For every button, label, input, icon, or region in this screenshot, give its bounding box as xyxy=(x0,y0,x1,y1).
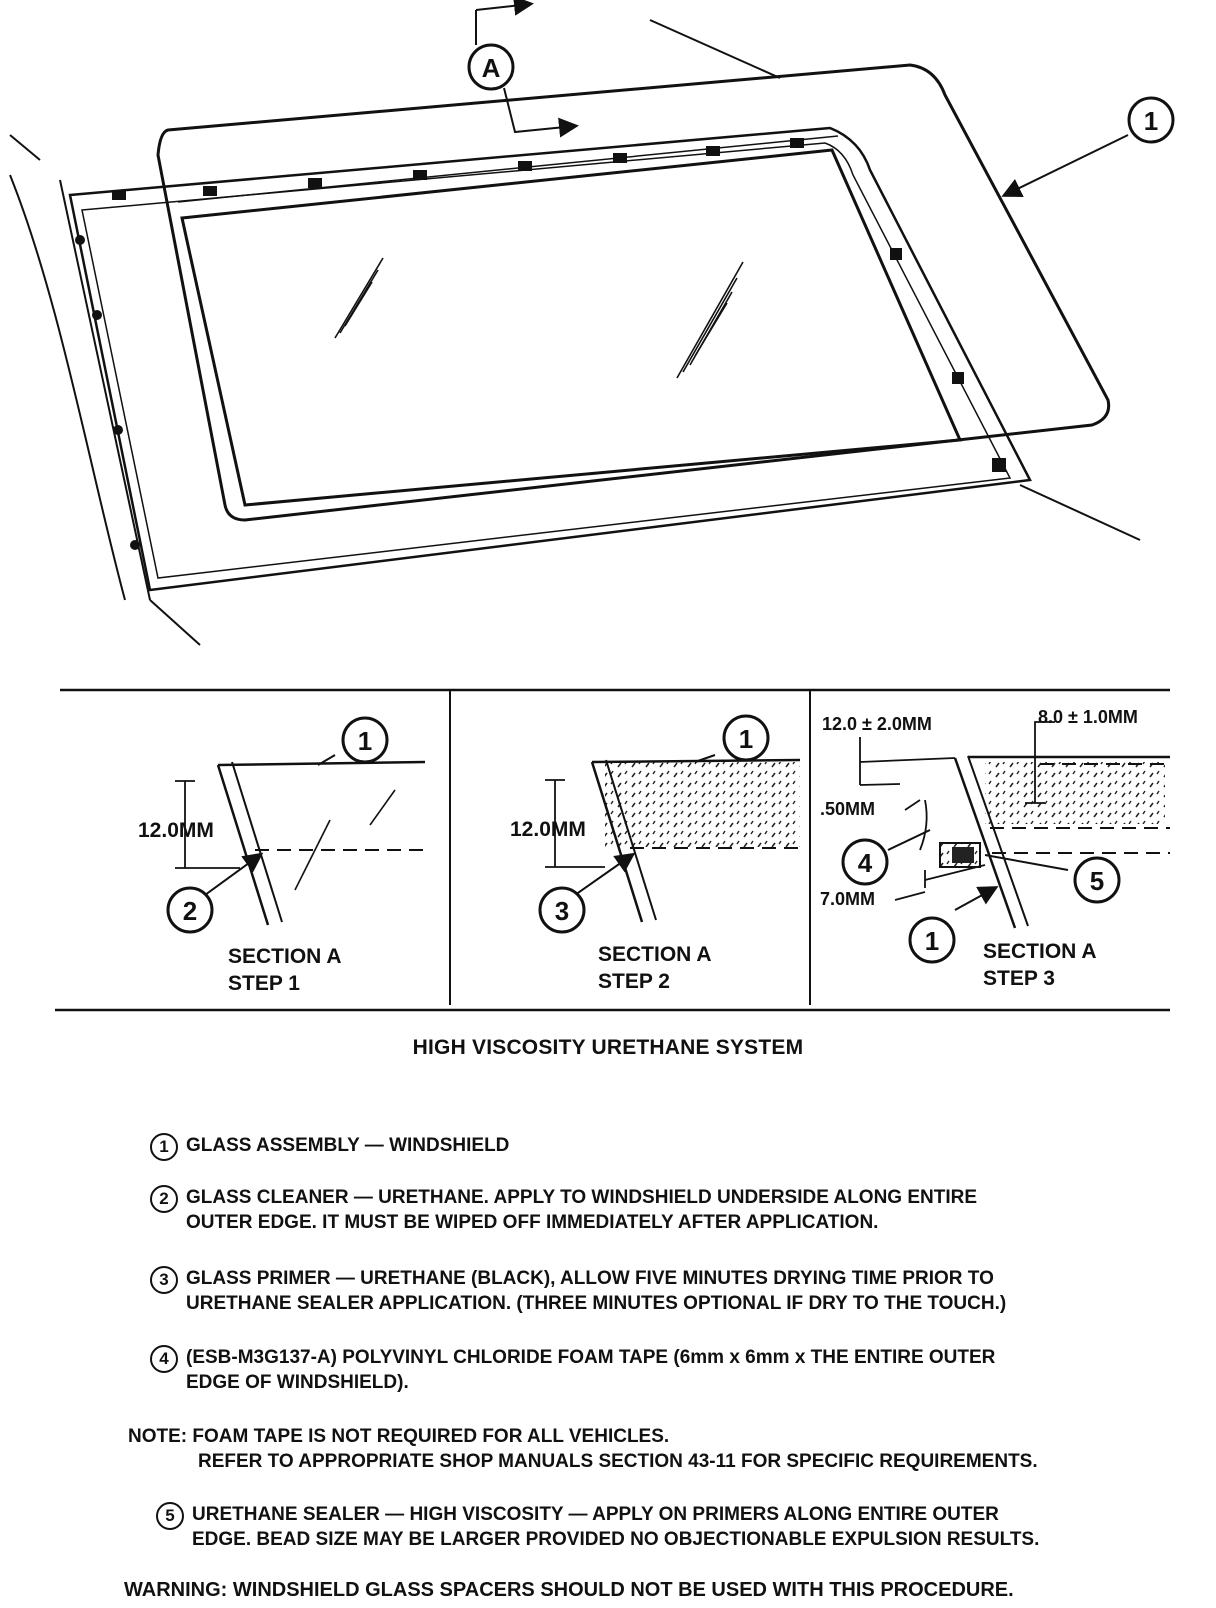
legend-number: 1 xyxy=(150,1133,178,1161)
svg-text:2: 2 xyxy=(183,896,197,926)
svg-text:8.0 ± 1.0MM: 8.0 ± 1.0MM xyxy=(1038,707,1138,727)
note-block: NOTE: FOAM TAPE IS NOT REQUIRED FOR ALL … xyxy=(128,1426,1038,1472)
section-a-step-1: 12.0MM 1 2 SECTION A STEP 1 xyxy=(138,716,426,995)
section-panels xyxy=(55,688,1170,1012)
legend-number: 2 xyxy=(150,1185,178,1213)
svg-text:A: A xyxy=(482,53,501,83)
section-a-step-2: 12.0MM 1 3 SECTION A STEP 2 xyxy=(510,714,801,993)
svg-text:12.0 ± 2.0MM: 12.0 ± 2.0MM xyxy=(822,714,932,734)
svg-text:1: 1 xyxy=(358,726,372,756)
svg-text:1: 1 xyxy=(925,926,939,956)
section-a-step-3: 12.0 ± 2.0MM 8.0 ± 1.0MM .50MM 7.0MM 4 5… xyxy=(820,707,1170,990)
legend-item-4: 4(ESB-M3G137-A) POLYVINYL CHLORIDE FOAM … xyxy=(150,1345,995,1395)
diagram-title: HIGH VISCOSITY URETHANE SYSTEM xyxy=(412,1036,804,1059)
svg-text:3: 3 xyxy=(555,896,569,926)
legend-number: 3 xyxy=(150,1266,178,1294)
svg-text:1: 1 xyxy=(739,724,753,754)
svg-text:12.0MM: 12.0MM xyxy=(138,819,214,842)
callout-a: A xyxy=(467,43,515,91)
svg-text:4: 4 xyxy=(858,848,873,878)
svg-text:STEP 2: STEP 2 xyxy=(598,970,670,993)
legend-number: 4 xyxy=(150,1345,178,1373)
warning-block: WARNING: WINDSHIELD GLASS SPACERS SHOULD… xyxy=(124,1579,1014,1601)
svg-text:12.0MM: 12.0MM xyxy=(510,818,586,841)
callout-1-main: 1 xyxy=(1127,96,1175,144)
svg-text:SECTION A: SECTION A xyxy=(228,945,342,968)
svg-text:.50MM: .50MM xyxy=(820,799,875,819)
svg-text:7.0MM: 7.0MM xyxy=(820,889,875,909)
svg-text:SECTION A: SECTION A xyxy=(598,943,712,966)
note-label: NOTE: xyxy=(128,1426,188,1447)
svg-text:5: 5 xyxy=(1090,866,1104,896)
svg-text:1: 1 xyxy=(1144,106,1158,136)
windshield-main-view xyxy=(9,0,1141,646)
svg-text:STEP 1: STEP 1 xyxy=(228,972,300,995)
svg-text:SECTION A: SECTION A xyxy=(983,940,1097,963)
windshield-diagram: A 1 12.0MM 1 2 SECTION A STE xyxy=(9,0,1175,1012)
legend-number: 5 xyxy=(156,1502,184,1530)
warning-label: WARNING: xyxy=(124,1579,228,1601)
svg-text:STEP 3: STEP 3 xyxy=(983,967,1055,990)
